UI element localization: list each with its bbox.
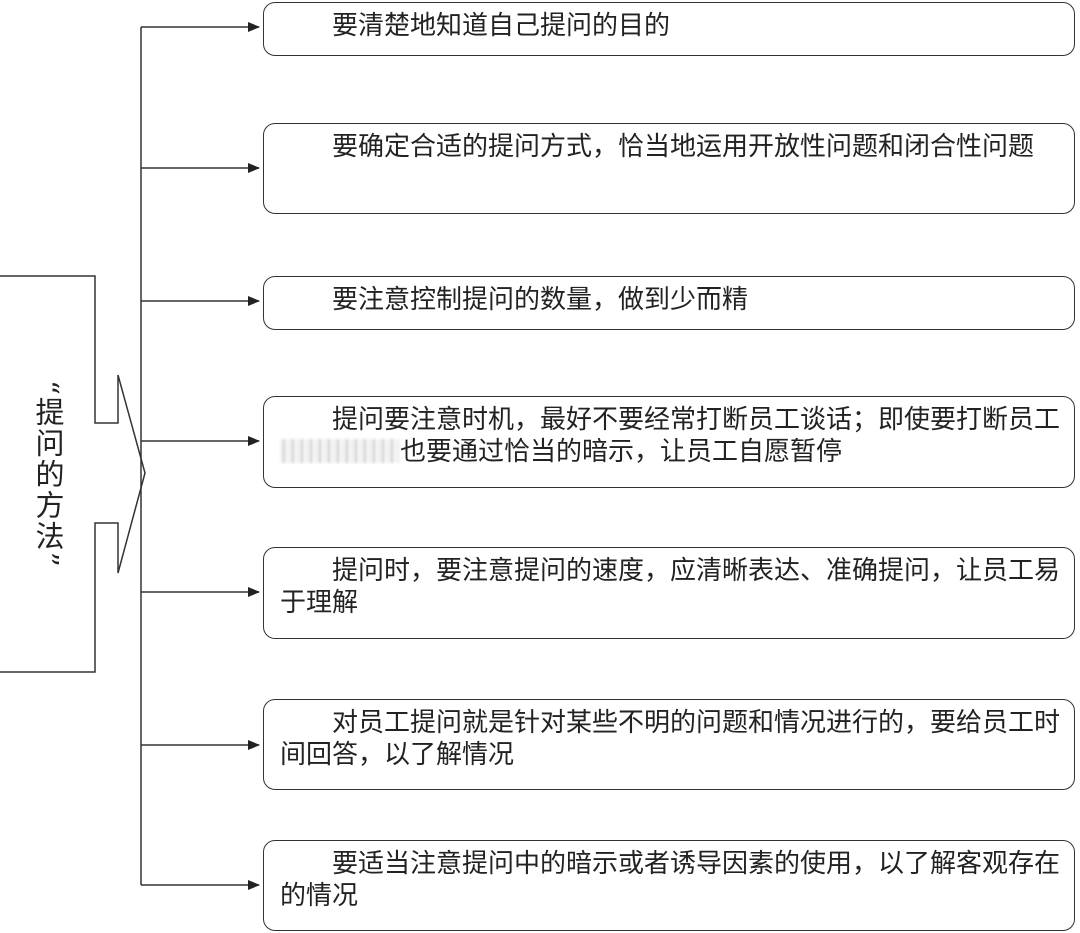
method-box-5: 提问时，要注意提问的速度，应清晰表达、准确提问，让员工易于理解 [263, 547, 1075, 639]
method-text-4: 提问要注意时机，最好不要经常打断员工谈话；即使要打断员工也要通过恰当的暗示，让员… [280, 404, 1060, 468]
method-text-7: 要适当注意提问中的暗示或者诱导因素的使用，以了解客观存在的情况 [280, 849, 1061, 911]
method-text-2: 要确定合适的提问方式，恰当地运用开放性问题和闭合性问题 [332, 132, 1035, 162]
root-arrow-shape [0, 275, 146, 673]
method-text-3: 要注意控制提问的数量，做到少而精 [332, 285, 749, 315]
method-box-2: 要确定合适的提问方式，恰当地运用开放性问题和闭合性问题 [263, 123, 1075, 214]
method-text-1: 要清楚地知道自己提问的目的 [332, 11, 671, 41]
method-text-5: 提问时，要注意提问的速度，应清晰表达、准确提问，让员工易于理解 [280, 556, 1061, 618]
method-text-4-part-2: 也要通过恰当的暗示，让员工自愿暂停 [400, 437, 843, 467]
method-box-1: 要清楚地知道自己提问的目的 [263, 2, 1075, 56]
root-node: “提问的方法” [0, 276, 96, 672]
method-text-4-part-1: 提问要注意时机，最好不要经常打断员工谈话；即使要打断员工 [332, 405, 1061, 435]
method-text-6: 对员工提问就是针对某些不明的问题和情况进行的，要给员工时间回答，以了解情况 [280, 708, 1061, 770]
method-box-4: 提问要注意时机，最好不要经常打断员工谈话；即使要打断员工也要通过恰当的暗示，让员… [263, 396, 1075, 488]
root-node-label: “提问的方法” [31, 379, 65, 569]
method-box-6: 对员工提问就是针对某些不明的问题和情况进行的，要给员工时间回答，以了解情况 [263, 699, 1075, 790]
method-box-3: 要注意控制提问的数量，做到少而精 [263, 276, 1075, 330]
blurred-text-region [280, 439, 400, 463]
method-box-7: 要适当注意提问中的暗示或者诱导因素的使用，以了解客观存在的情况 [263, 840, 1075, 931]
